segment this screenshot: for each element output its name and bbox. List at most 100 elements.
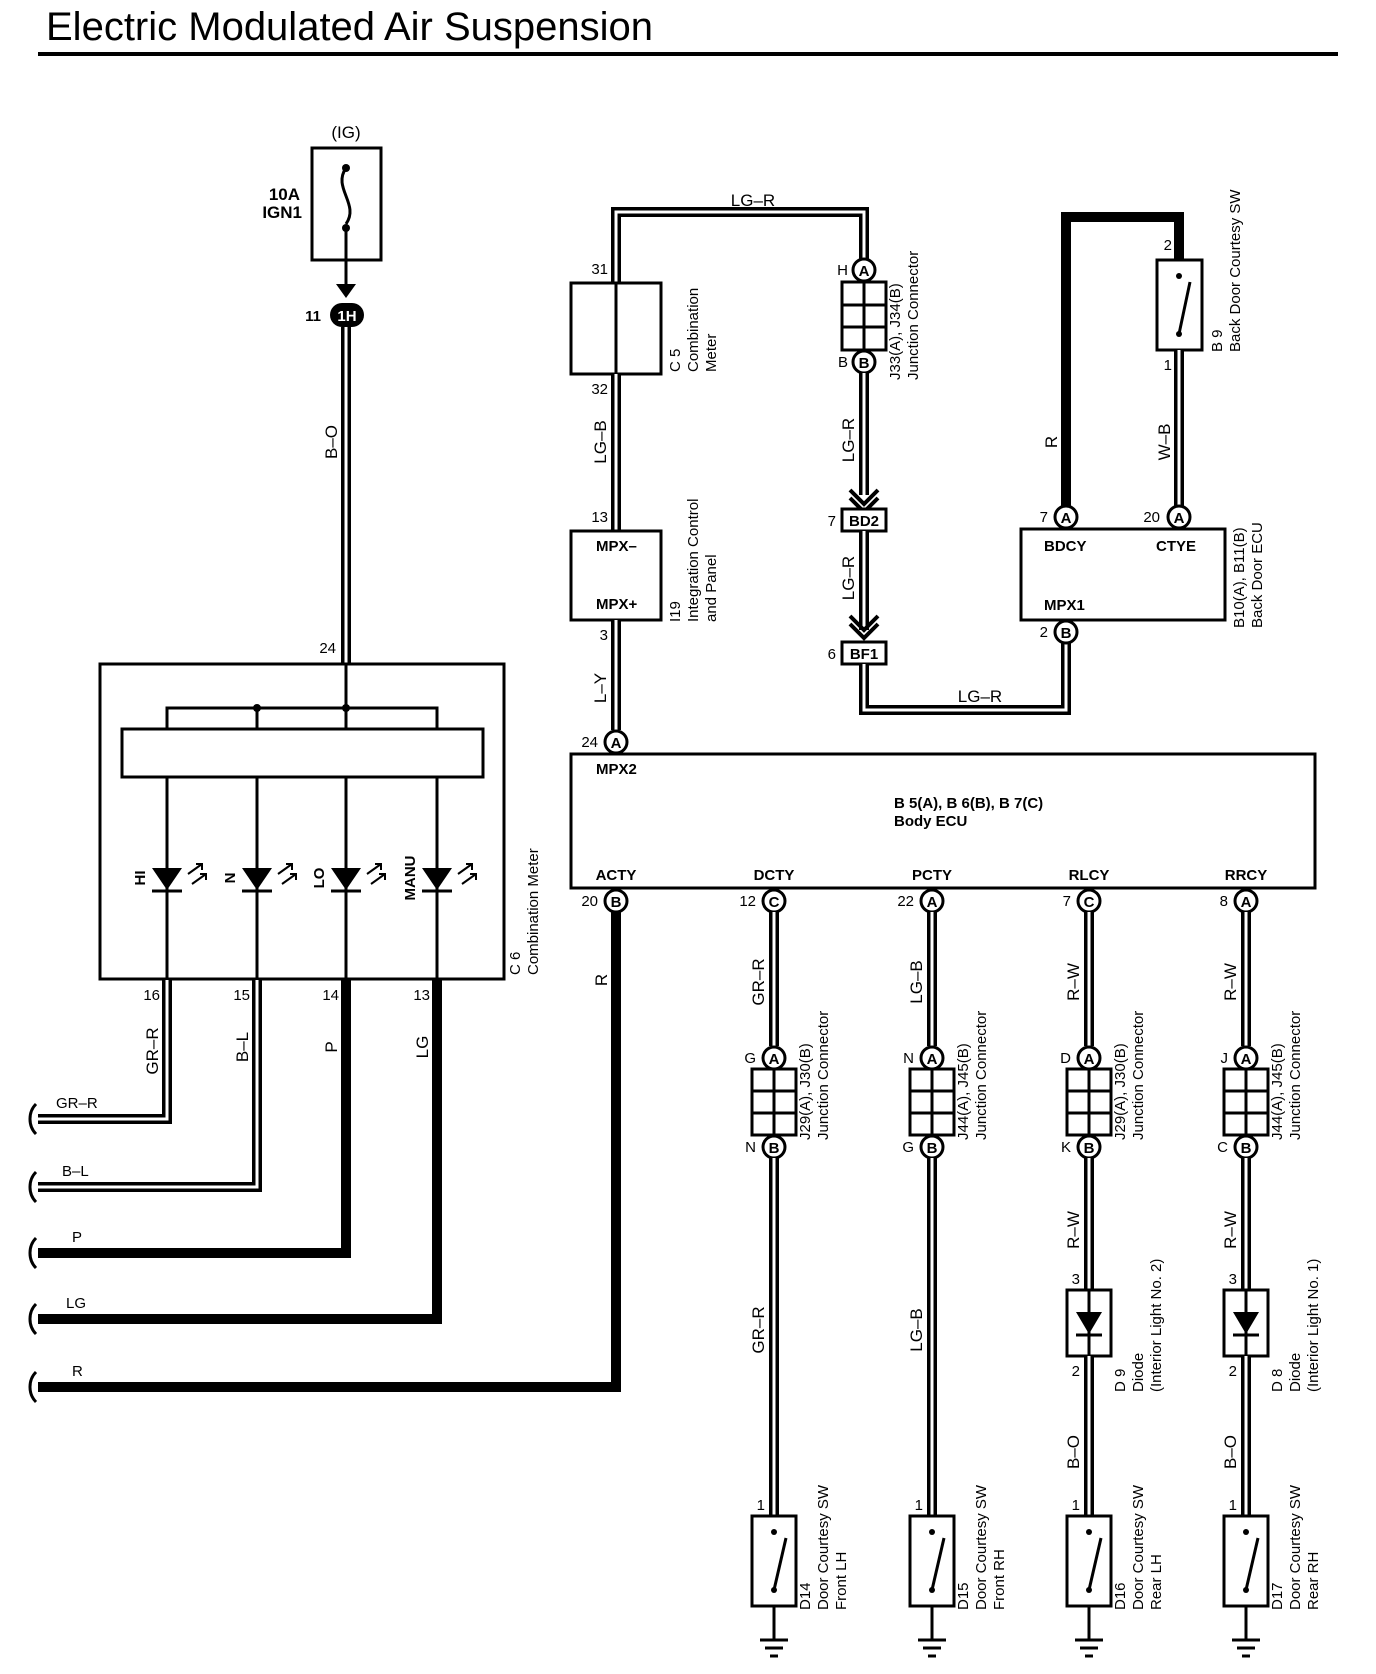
svg-text:R–W: R–W (1064, 1211, 1083, 1249)
svg-text:MANU: MANU (402, 856, 419, 901)
page-title: Electric Modulated Air Suspension (46, 5, 653, 49)
fuse-source-label: (IG) (331, 123, 360, 142)
wire-lgr-bd2-label: LG–R (839, 556, 858, 600)
svg-text:B: B (1241, 1140, 1252, 1157)
led-n-icon (242, 868, 272, 890)
body-ecu-name: Body ECU (894, 813, 967, 830)
door-courtesy-sw-d15: 1 D15 Door Courtesy SW Front RH (908, 1484, 1008, 1658)
svg-text:Front RH: Front RH (991, 1549, 1008, 1610)
svg-text:A: A (1241, 1051, 1252, 1068)
wire-wb-label: W–B (1155, 424, 1174, 461)
i19-mpx-minus: MPX– (596, 538, 637, 555)
svg-text:B–O: B–O (1064, 1435, 1083, 1469)
svg-text:Rear LH: Rear LH (1148, 1554, 1165, 1610)
wire-bl-vlabel: B–L (233, 1032, 252, 1062)
body-ecu (569, 752, 1317, 890)
body-ecu-rrcy: RRCY (1225, 867, 1268, 884)
wire-grr-vlabel: GR–R (143, 1027, 162, 1074)
wire-lg-vlabel: LG (413, 1036, 432, 1059)
junction-connector-j44-1: N A B G J44(A), J45(B) Junction Connecto… (902, 1011, 990, 1160)
left-output-bl: B–L (28, 1163, 89, 1204)
svg-text:D17: D17 (1269, 1582, 1286, 1610)
svg-text:R–W: R–W (1221, 1211, 1240, 1249)
body-ecu-pcty: PCTY (912, 867, 952, 884)
c6-display-block (120, 727, 485, 779)
svg-text:B: B (859, 355, 870, 372)
svg-text:A: A (859, 263, 870, 280)
svg-text:K: K (1061, 1139, 1071, 1156)
wire-ly-label: L–Y (591, 673, 610, 703)
d17-switch-icon (1244, 1537, 1260, 1591)
svg-text:Junction Connector: Junction Connector (1287, 1011, 1304, 1140)
body-ecu-acty: ACTY (596, 867, 637, 884)
c5-name-1: Combination (685, 288, 702, 372)
svg-text:Rear RH: Rear RH (1305, 1552, 1322, 1610)
led-manu-icon (422, 868, 452, 890)
body-ecu-ref: B 5(A), B 6(B), B 7(C) (894, 795, 1043, 812)
svg-text:Junction Connector: Junction Connector (973, 1011, 990, 1140)
wire-p-vlabel: P (322, 1041, 341, 1052)
svg-text:1: 1 (1229, 1497, 1237, 1514)
svg-text:LG–B: LG–B (907, 960, 926, 1003)
led-hi: HI (132, 777, 207, 980)
svg-text:1: 1 (915, 1497, 923, 1514)
svg-text:D 8: D 8 (1269, 1369, 1286, 1392)
diode-d8-icon (1233, 1312, 1259, 1334)
c6-pin-24: 24 (319, 640, 336, 657)
svg-text:Diode: Diode (1130, 1353, 1147, 1392)
svg-text:GR–R: GR–R (56, 1095, 98, 1112)
bdecu-ref: B10(A), B11(B) (1231, 527, 1248, 628)
svg-text:N: N (745, 1139, 756, 1156)
door-courtesy-sw-d16: 1 D16 Door Courtesy SW Rear LH (1065, 1484, 1165, 1658)
svg-text:J44(A), J45(B): J44(A), J45(B) (955, 1043, 972, 1140)
svg-text:B: B (769, 1140, 780, 1157)
svg-text:A: A (611, 735, 622, 752)
d16-switch-icon (1087, 1537, 1103, 1591)
svg-text:LO: LO (311, 867, 328, 888)
svg-text:LG: LG (66, 1295, 86, 1312)
bf1-arrow-icon (848, 614, 880, 641)
door-courtesy-sw-d14: 1 D14 Door Courtesy SW Front LH (750, 1484, 850, 1658)
j33-ref: J33(A), J34(B) (887, 283, 904, 380)
c5-pin-32: 32 (591, 381, 608, 398)
bd2-pin: 7 (828, 513, 836, 530)
back-door-ecu (1019, 527, 1227, 622)
fuse-rating: 10A (269, 185, 300, 204)
back-door-sw-icon (1177, 281, 1192, 335)
d15-switch-icon (930, 1537, 946, 1591)
svg-text:A: A (1061, 510, 1072, 527)
b9-ref: B 9 (1209, 329, 1226, 352)
svg-text:22: 22 (897, 893, 914, 910)
svg-text:Door Courtesy SW: Door Courtesy SW (1287, 1484, 1304, 1610)
door-courtesy-sw-d17: 1 D17 Door Courtesy SW Rear RH (1222, 1484, 1322, 1658)
c5-ref: C 5 (667, 349, 684, 372)
svg-text:N: N (903, 1050, 914, 1067)
svg-text:A: A (1241, 894, 1252, 911)
svg-text:C: C (769, 894, 780, 911)
svg-text:HI: HI (132, 871, 149, 886)
fuse-terminal-top (342, 164, 350, 172)
diode-d9: 3 2 D 9 Diode (Interior Light No. 2) (1065, 1259, 1165, 1392)
svg-text:(Interior Light No. 2): (Interior Light No. 2) (1148, 1259, 1165, 1392)
svg-text:Door Courtesy SW: Door Courtesy SW (815, 1484, 832, 1610)
fuse-arrow-icon (336, 284, 356, 298)
combination-meter-c6 (98, 662, 506, 981)
integration-control-panel (569, 529, 663, 622)
b9-pin-1: 1 (1164, 357, 1172, 374)
i19-ref: I19 (667, 601, 684, 622)
i19-name-2: and Panel (703, 554, 720, 622)
svg-text:(Interior Light No. 1): (Interior Light No. 1) (1305, 1259, 1322, 1392)
c6-pin-14: 14 (322, 987, 339, 1004)
i19-mpx-plus: MPX+ (596, 596, 638, 613)
diode-d8: 3 2 D 8 Diode (Interior Light No. 1) (1222, 1259, 1322, 1392)
svg-text:J29(A), J30(B): J29(A), J30(B) (797, 1043, 814, 1140)
bdecu-label-bdcy: BDCY (1044, 538, 1087, 555)
led-manu: MANU (402, 777, 477, 980)
bdecu-pin-20: 20 (1143, 509, 1160, 526)
left-output-lg: LG (28, 1295, 86, 1336)
svg-text:2: 2 (1072, 1363, 1080, 1380)
left-output-p: P (28, 1229, 82, 1270)
svg-text:N: N (222, 873, 239, 884)
wire-r-vlabel: R (592, 974, 611, 986)
